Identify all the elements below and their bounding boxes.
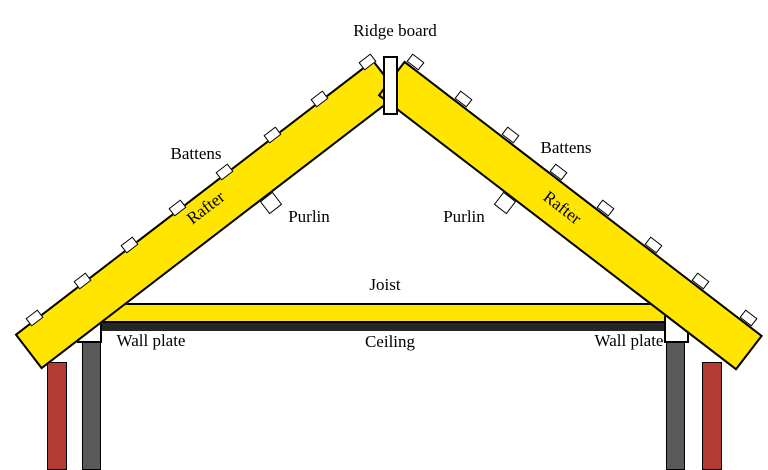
joist-label: Joist bbox=[369, 275, 401, 294]
wall-left bbox=[82, 342, 101, 470]
wall-plate-right-label: Wall plate bbox=[594, 331, 664, 350]
ceiling-board bbox=[100, 323, 670, 331]
wall-right bbox=[666, 342, 685, 470]
purlin-left-label: Purlin bbox=[288, 207, 330, 226]
brick-pier-left bbox=[47, 362, 67, 470]
ridge-board-label: Ridge board bbox=[353, 21, 437, 40]
brick-pier-right bbox=[702, 362, 722, 470]
ceiling-label: Ceiling bbox=[364, 332, 416, 351]
joist-beam bbox=[97, 303, 674, 323]
ridge-board-block bbox=[383, 56, 398, 115]
battens-right-label: Battens bbox=[540, 138, 592, 157]
purlin-right-label: Purlin bbox=[443, 207, 485, 226]
wall-plate-left-label: Wall plate bbox=[116, 331, 186, 350]
battens-left-label: Battens bbox=[170, 144, 222, 163]
